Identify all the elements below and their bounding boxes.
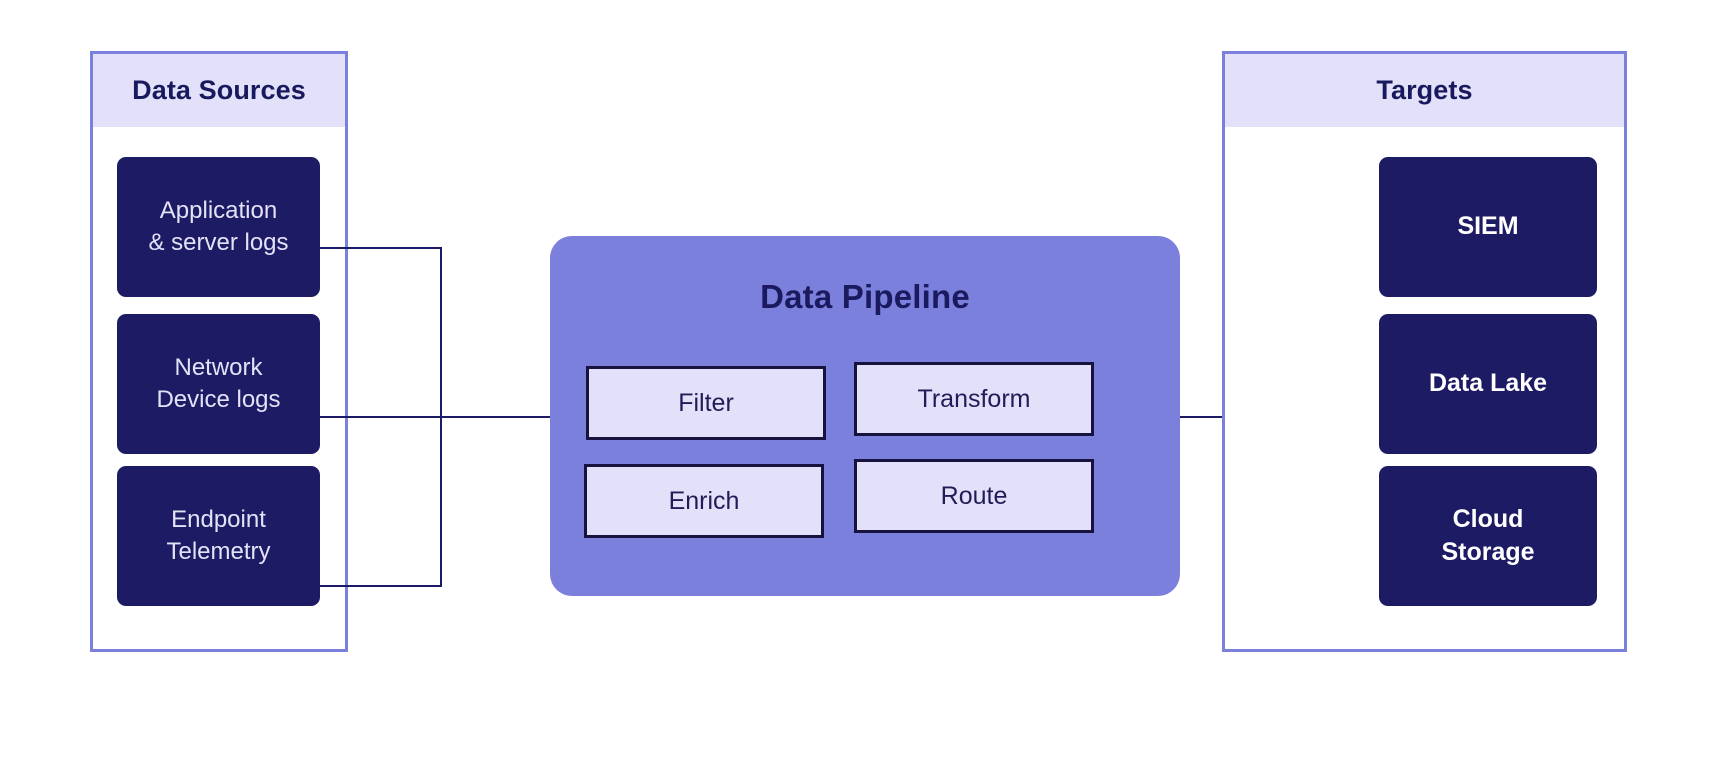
target-node-label: SIEM [1457,212,1519,241]
data-sources-title: Data Sources [132,75,306,105]
connector-sources-to-pipeline [440,416,552,418]
target-node-cloud-storage[interactable]: Cloud Storage [1379,466,1597,606]
connector-source-3 [320,585,442,587]
source-node-label: Endpoint Telemetry [166,506,271,565]
pipeline-stage-transform[interactable]: Transform [854,362,1094,436]
pipeline-stage-filter[interactable]: Filter [586,366,826,440]
pipeline-stage-label: Filter [678,388,734,417]
data-pipeline-title: Data Pipeline [760,278,970,315]
target-node-data-lake[interactable]: Data Lake [1379,314,1597,454]
target-node-siem[interactable]: SIEM [1379,157,1597,297]
target-node-label: Cloud Storage [1441,504,1535,566]
connector-source-1 [320,247,442,249]
source-node-endpoint-telemetry[interactable]: Endpoint Telemetry [117,466,320,606]
connector-source-2 [320,416,442,418]
targets-header: Targets [1225,54,1624,127]
source-node-network-device-logs[interactable]: Network Device logs [117,314,320,454]
pipeline-stage-label: Transform [917,384,1031,413]
pipeline-stage-enrich[interactable]: Enrich [584,464,824,538]
data-sources-header: Data Sources [93,54,345,127]
target-node-label: Data Lake [1428,369,1548,398]
pipeline-stage-label: Route [940,481,1008,510]
pipeline-stage-route[interactable]: Route [854,459,1094,533]
data-pipeline-container: Data Pipeline Filter Transform Enrich Ro… [550,236,1180,596]
source-node-label: Application & server logs [148,197,289,256]
pipeline-stage-label: Enrich [668,486,740,515]
source-node-label: Network Device logs [156,354,281,413]
source-node-application-server-logs[interactable]: Application & server logs [117,157,320,297]
targets-title: Targets [1376,75,1473,105]
